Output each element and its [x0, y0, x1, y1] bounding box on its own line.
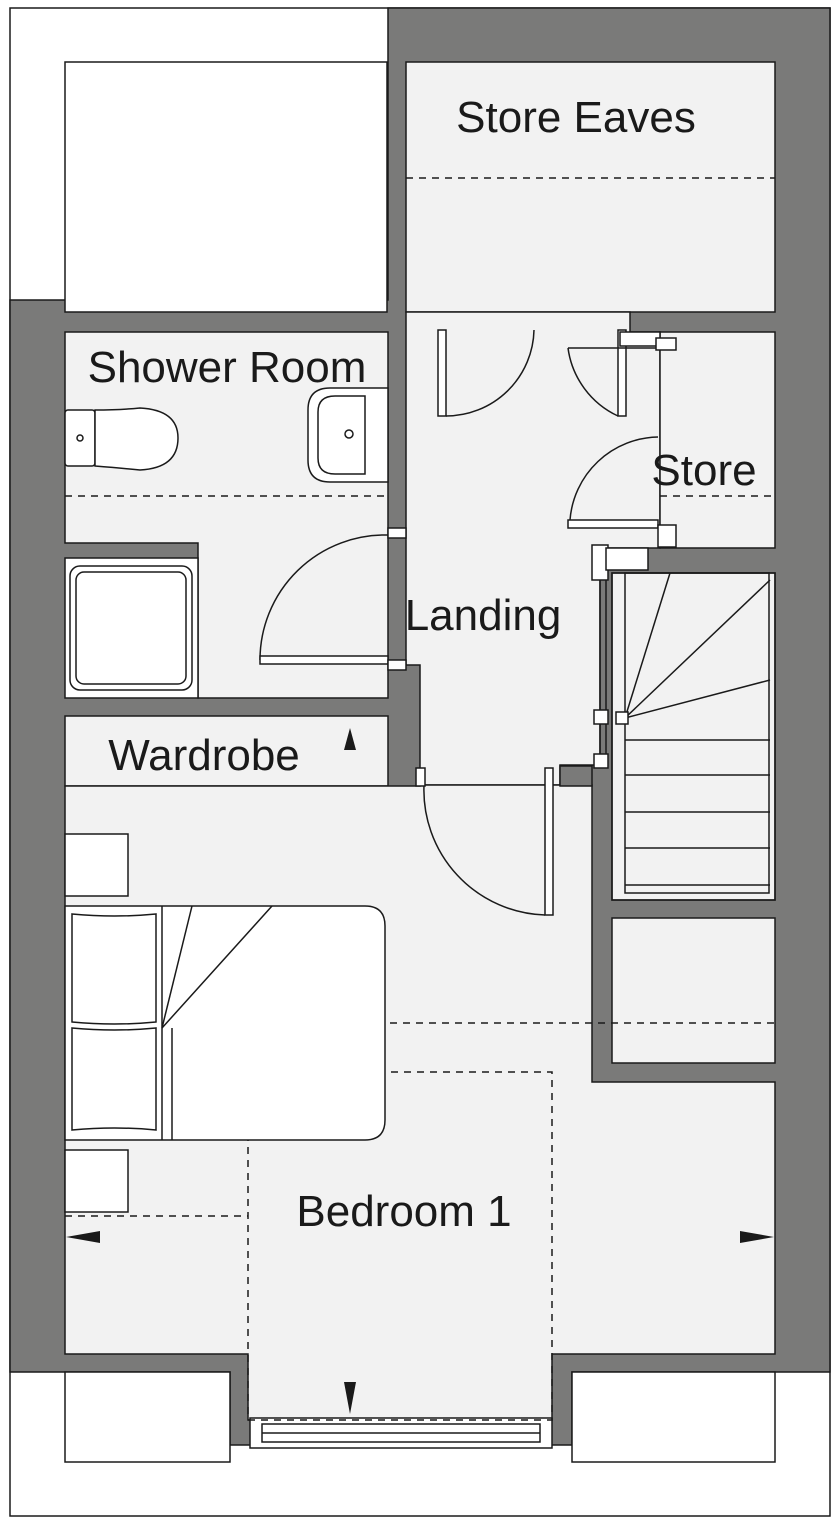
- room-label-wardrobe: Wardrobe: [108, 731, 300, 780]
- arrows: [66, 728, 774, 1414]
- arrow-left-icon: [66, 1231, 100, 1243]
- basin: [307, 387, 389, 483]
- toilet: [64, 407, 179, 471]
- bed: [64, 905, 386, 1141]
- window-bay-right: [571, 1371, 776, 1463]
- bedside-tables: [64, 833, 129, 1213]
- stair-floor: [611, 572, 776, 901]
- room-label-bedroom-1: Bedroom 1: [296, 1187, 511, 1236]
- room-label-store-eaves: Store Eaves: [456, 93, 696, 142]
- room-label-shower-room: Shower Room: [88, 343, 367, 392]
- arrow-up-icon: [344, 728, 356, 750]
- shower-tray: [64, 557, 199, 699]
- doors: [259, 329, 677, 916]
- arrow-down-icon: [344, 1382, 356, 1414]
- arrow-right-icon: [740, 1231, 774, 1243]
- room-label-landing: Landing: [405, 591, 562, 640]
- staircase: [591, 544, 776, 901]
- wardrobe-floor: [64, 715, 389, 787]
- room-label-store: Store: [651, 446, 756, 495]
- window: [249, 1417, 553, 1449]
- window-bay-left: [64, 1371, 231, 1463]
- void-top-left: [64, 61, 388, 313]
- store-floor: [659, 331, 776, 549]
- cupboard-right: [611, 917, 776, 1064]
